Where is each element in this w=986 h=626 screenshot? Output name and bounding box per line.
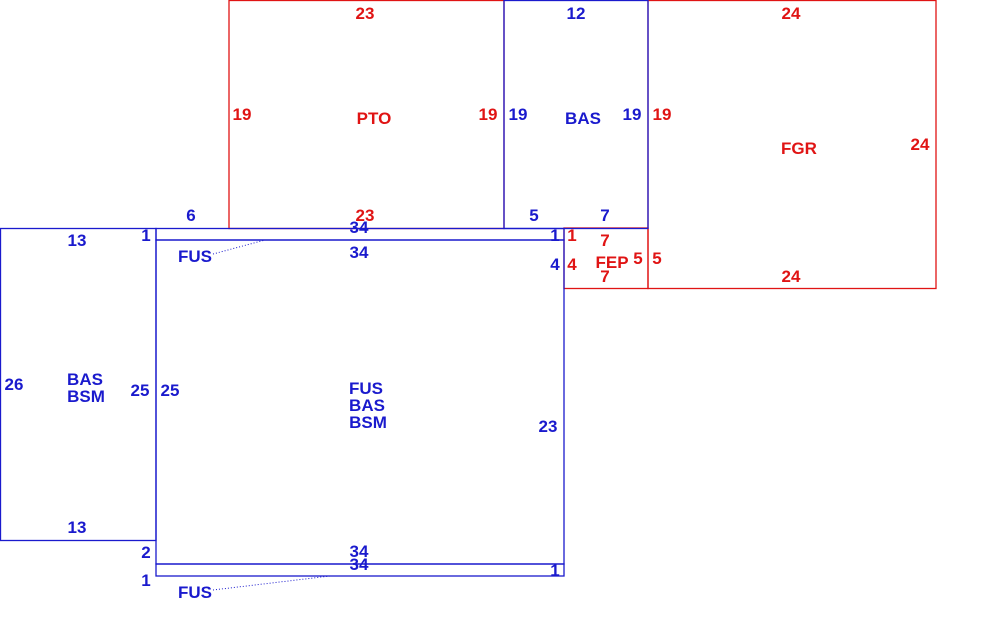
- strip-top-right-dimension: 1: [550, 226, 559, 245]
- pto-top-dimension: 23: [356, 4, 375, 23]
- bas-upper-bottom-left-dimension: 5: [529, 206, 538, 225]
- fgr-left-dimension: 19: [653, 105, 672, 124]
- fep-bottom-dimension: 7: [600, 267, 609, 286]
- strip-bottom-top-dimension: 34: [350, 555, 369, 574]
- fgr-right-dimension: 24: [911, 135, 930, 154]
- room-bas-upper: [503, 0, 649, 230]
- fep-right-outer-dimension: 5: [652, 249, 661, 268]
- pto-bottom-dimension: 23: [356, 206, 375, 225]
- pto-label: PTO: [357, 109, 392, 128]
- left-room-left-dimension: 26: [5, 375, 24, 394]
- pto-right-dimension: 19: [479, 105, 498, 124]
- fep-left-dimension: 4: [567, 255, 577, 274]
- main-top-dimension: 34: [350, 243, 369, 262]
- left-room-top-dimension: 13: [68, 231, 87, 250]
- strip-bottom-fus-label: FUS: [178, 583, 212, 602]
- leader-line-top: [212, 239, 266, 255]
- left-room-label-bas: BAS: [67, 370, 103, 389]
- strip-bottom-right-dimension: 1: [550, 561, 559, 580]
- main-left-dimension: 25: [161, 381, 180, 400]
- main-bottom-dimension: 34: [350, 542, 369, 561]
- left-room-label-bsm: BSM: [67, 387, 105, 406]
- bas-upper-bottom-right-dimension: 7: [600, 206, 609, 225]
- strip-top-above-left-dimension: 6: [186, 206, 195, 225]
- strip-bottom-left-dimension: 1: [141, 571, 150, 590]
- bas-upper-label: BAS: [565, 109, 601, 128]
- bas-upper-left-dimension: 19: [509, 105, 528, 124]
- bas-upper-right-dimension: 19: [623, 105, 642, 124]
- main-top-right-dimension: 4: [550, 255, 560, 274]
- strip-top-fus-label: FUS: [178, 247, 212, 266]
- pto-left-dimension: 19: [233, 105, 252, 124]
- left-room-right-dimension: 25: [131, 381, 150, 400]
- left-room-bottom-dimension: 13: [68, 518, 87, 537]
- leader-line-bottom: [212, 575, 331, 591]
- main-right-dimension: 23: [539, 417, 558, 436]
- fgr-label: FGR: [781, 139, 817, 158]
- strip-bottom: [155, 563, 565, 577]
- main-label-bsm: BSM: [349, 413, 387, 432]
- main-label-bas: BAS: [349, 396, 385, 415]
- fgr-bottom-dimension: 24: [782, 267, 801, 286]
- left-room-bottom-right-dimension: 2: [141, 543, 150, 562]
- fep-label: FEP: [595, 253, 628, 272]
- fgr-top-dimension: 24: [782, 4, 801, 23]
- strip-top-top-dimension: 34: [350, 218, 369, 237]
- fep-top-dimension: 7: [600, 231, 609, 250]
- strip-top: [155, 227, 565, 241]
- fep-top-left-dimension: 1: [567, 226, 576, 245]
- main-label-fus: FUS: [349, 379, 383, 398]
- bas-upper-top-dimension: 12: [567, 4, 586, 23]
- fep-right-inner-dimension: 5: [633, 249, 642, 268]
- left-room-top-right-dimension: 1: [141, 226, 150, 245]
